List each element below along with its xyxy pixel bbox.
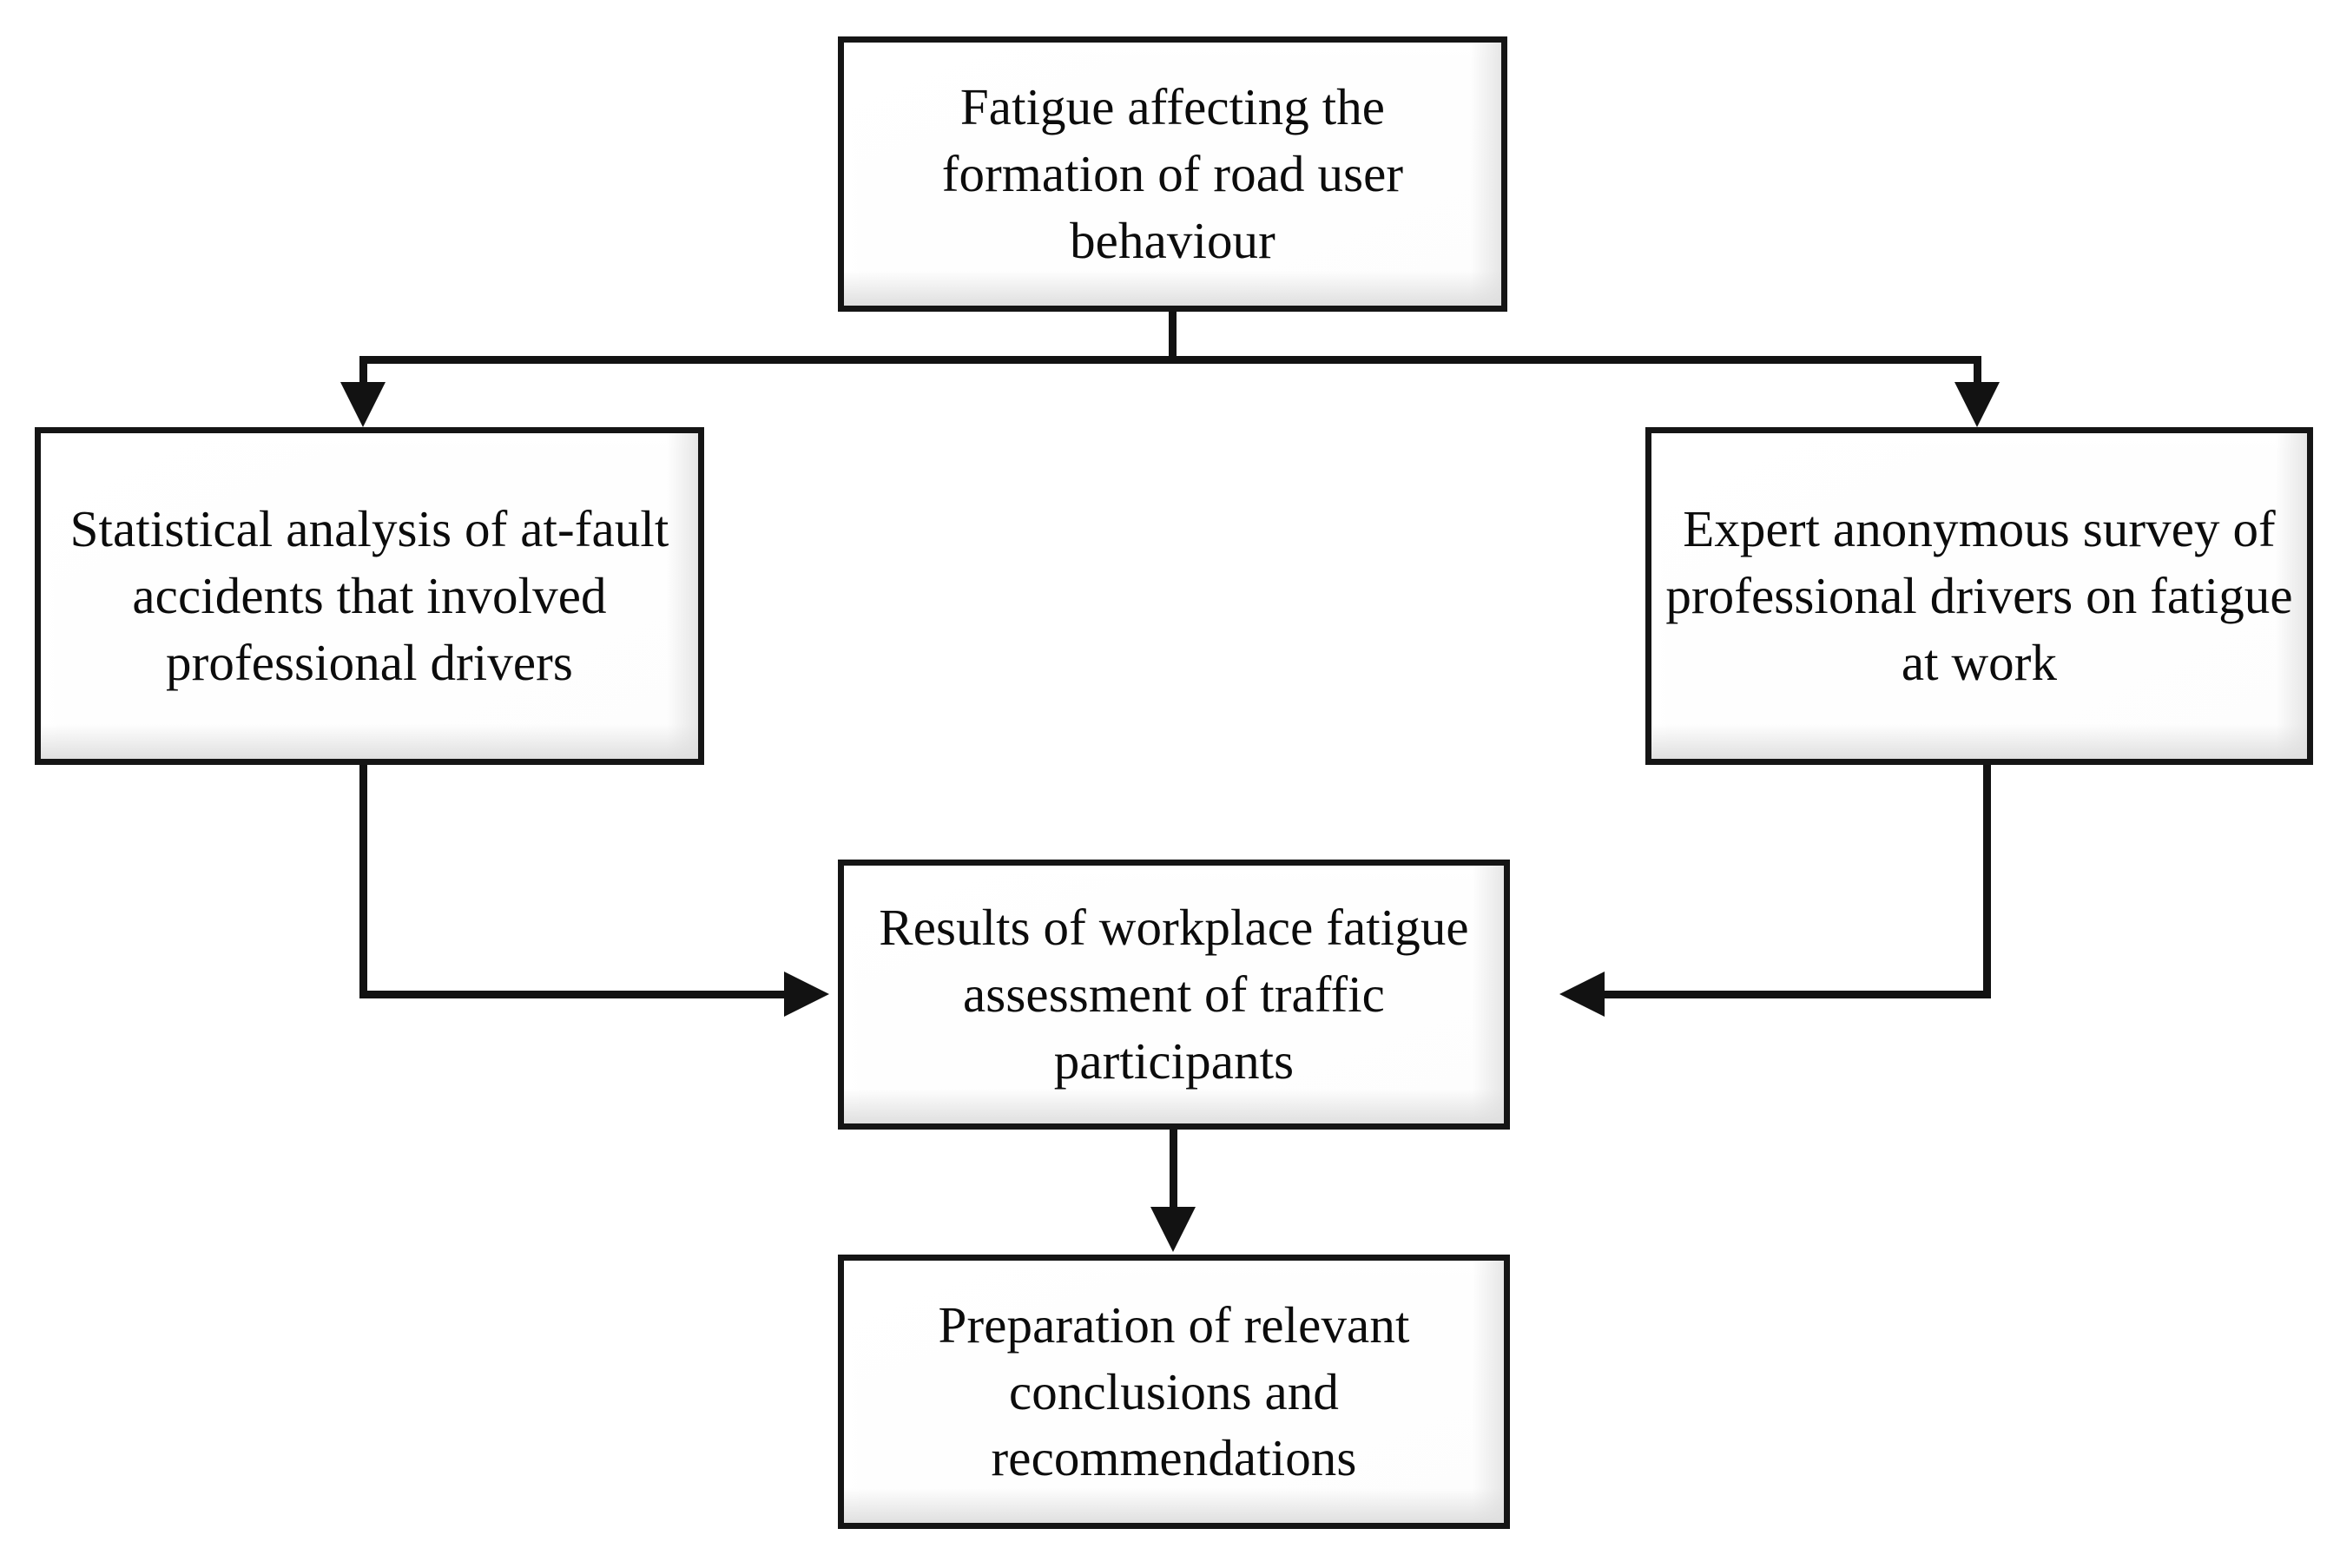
node-statistical-analysis[interactable]: Statistical analysis of at-fault acciden…	[35, 427, 704, 765]
edge-split-to-right-drop	[1974, 356, 1981, 394]
arrowhead-into-right-box	[1954, 382, 2000, 427]
bevel-frame	[844, 866, 1504, 1123]
bevel-frame	[844, 1261, 1504, 1523]
node-label: Results of workplace fatigue assessment …	[879, 899, 1469, 1090]
node-label: Expert anonymous survey of professional …	[1665, 500, 2293, 691]
node-label: Statistical analysis of at-fault acciden…	[69, 500, 669, 691]
edge-right-to-center-horizontal	[1605, 991, 1991, 998]
arrowhead-into-bottom-box	[1150, 1207, 1196, 1252]
node-label: Fatigue affecting the formation of road …	[941, 78, 1404, 269]
node-conclusions-recommendations[interactable]: Preparation of relevant conclusions and …	[838, 1255, 1510, 1529]
bevel-frame	[1651, 433, 2307, 759]
edge-right-to-center-vertical	[1983, 761, 1991, 998]
arrowhead-into-center-left	[784, 972, 829, 1017]
arrowhead-into-left-box	[340, 382, 386, 427]
edge-split-bar	[359, 356, 1981, 364]
edge-center-to-bottom-stem	[1170, 1123, 1177, 1214]
node-expert-survey[interactable]: Expert anonymous survey of professional …	[1645, 427, 2313, 765]
edge-split-to-left-drop	[359, 356, 367, 394]
bevel-frame	[41, 433, 698, 759]
node-fatigue-assessment-results[interactable]: Results of workplace fatigue assessment …	[838, 860, 1510, 1130]
edge-left-to-center-horizontal	[359, 991, 789, 998]
edge-left-to-center-vertical	[359, 761, 367, 998]
bevel-frame	[844, 43, 1501, 306]
node-label: Preparation of relevant conclusions and …	[938, 1295, 1410, 1487]
edge-top-to-split-stem	[1169, 306, 1177, 363]
arrowhead-into-center-right	[1559, 972, 1605, 1017]
node-root-fatigue[interactable]: Fatigue affecting the formation of road …	[838, 36, 1507, 312]
